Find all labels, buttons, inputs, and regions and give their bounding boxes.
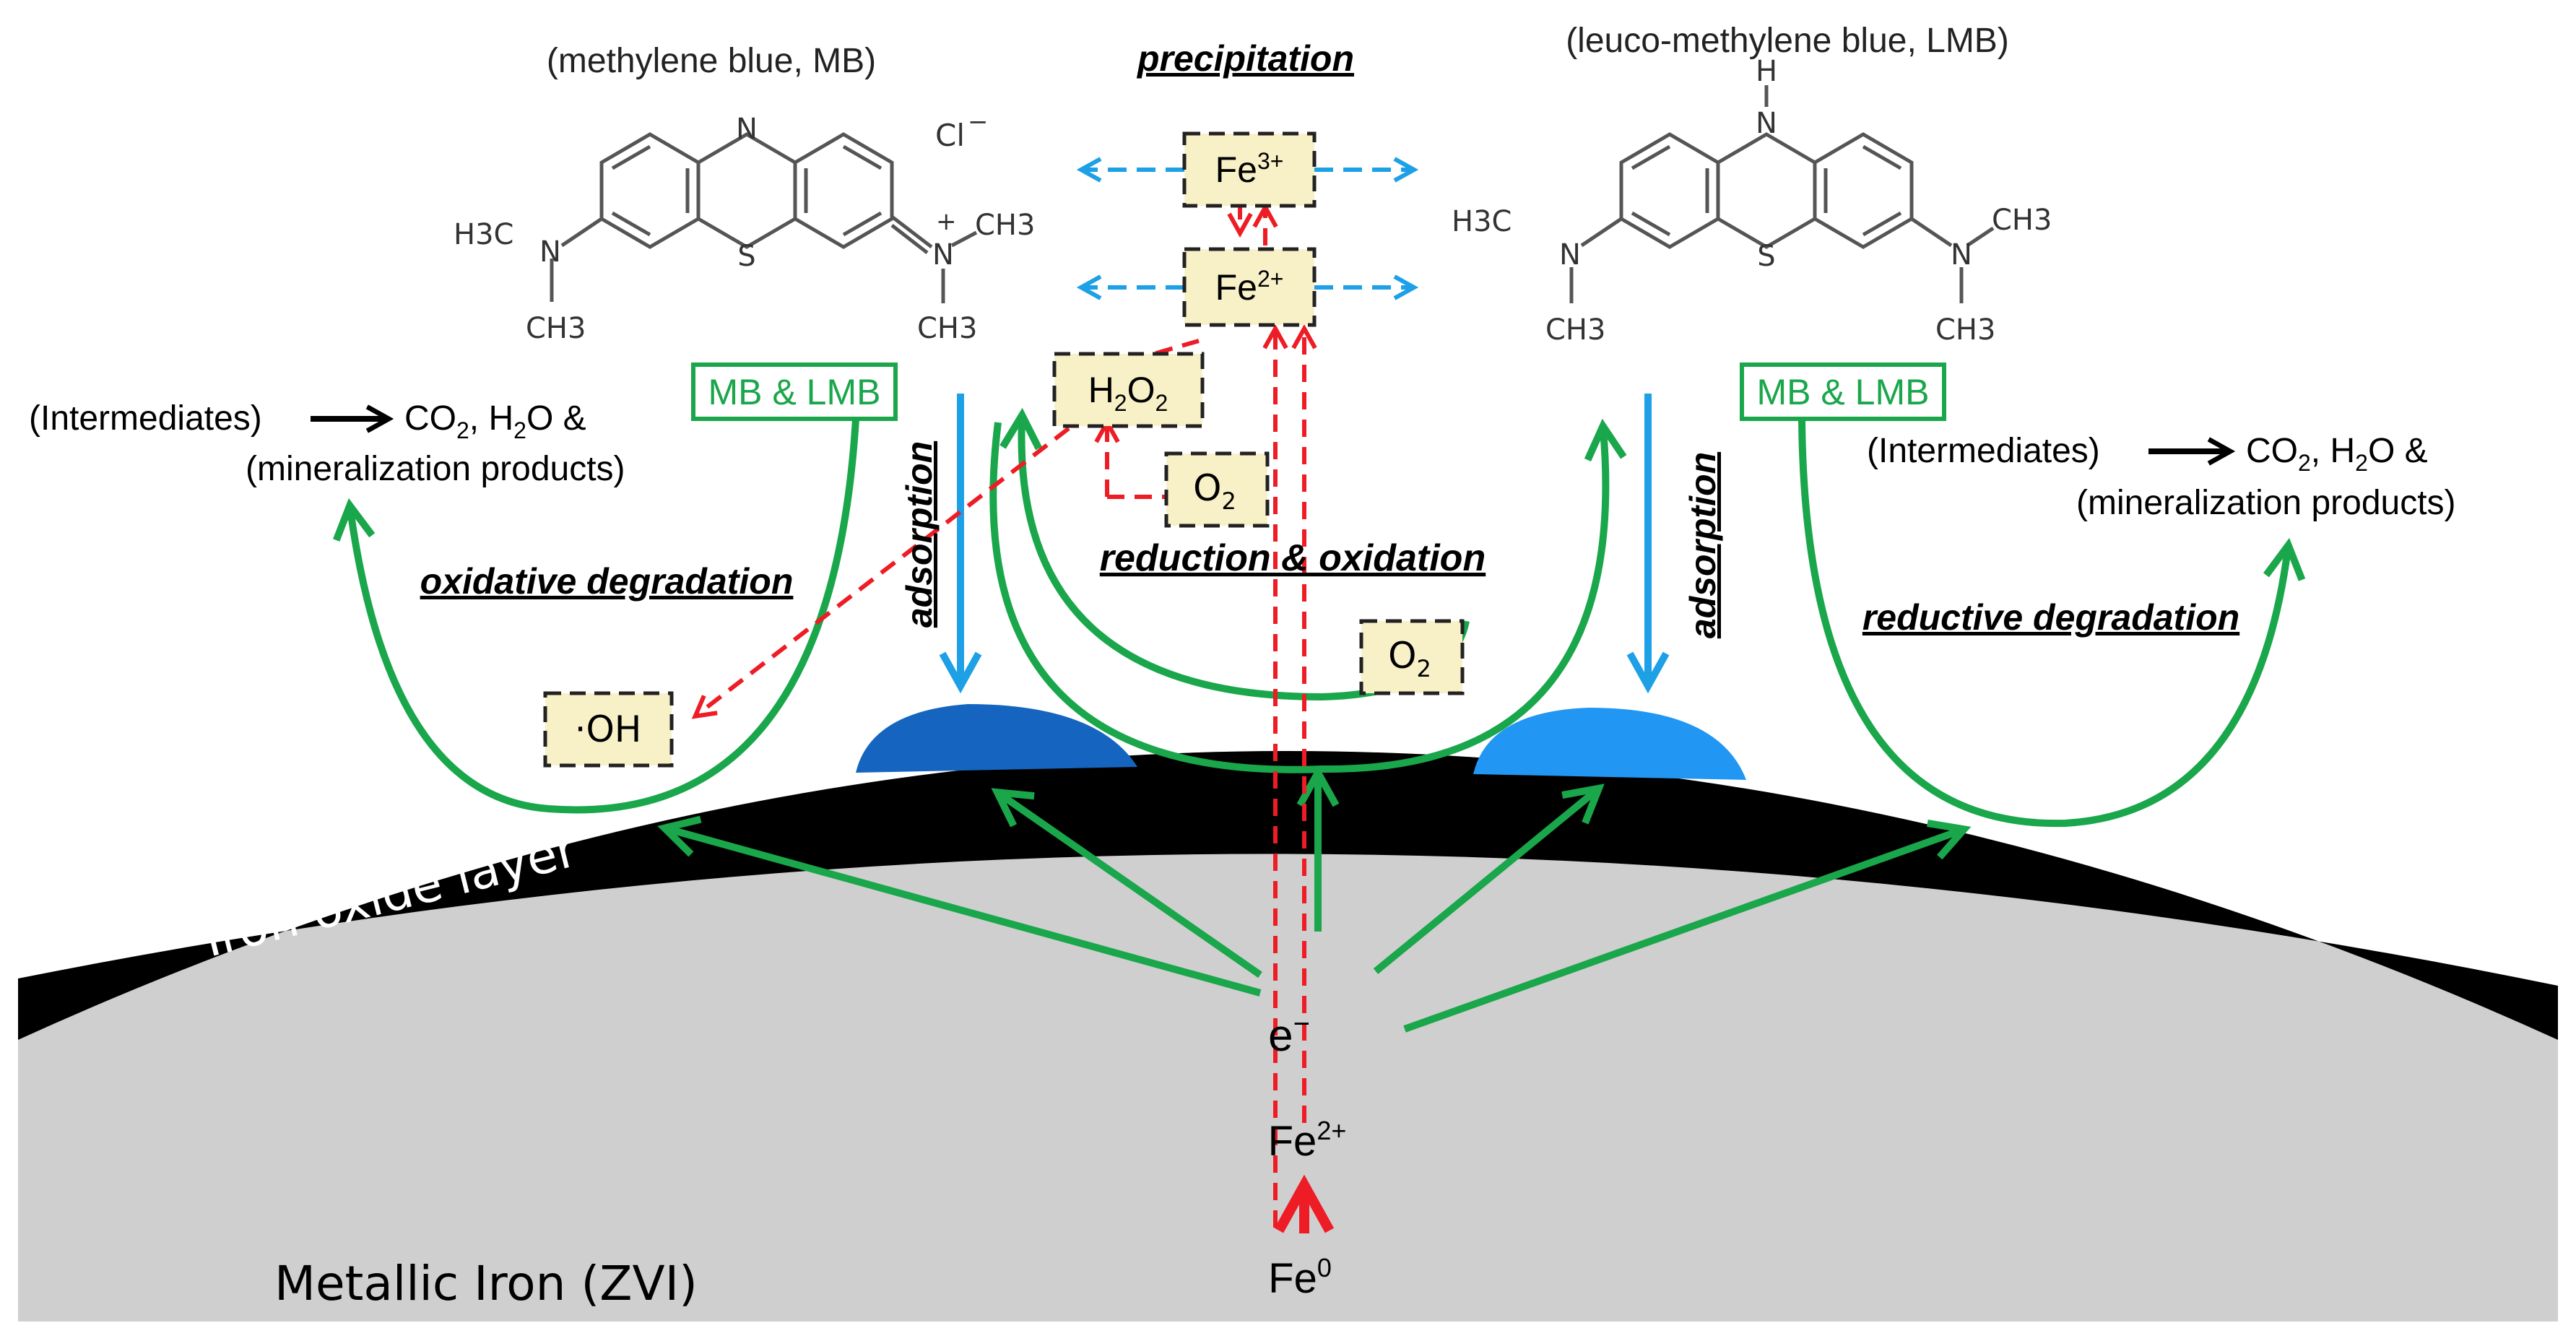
metallic-iron-label: Metallic Iron (ZVI) bbox=[274, 1256, 698, 1311]
adsorbed-mb-blob bbox=[856, 704, 1137, 773]
mb-counterion-charge: − bbox=[968, 108, 989, 136]
intermediates-right: (Intermediates) bbox=[1867, 432, 2100, 470]
lmb-ch3-right-bottom: CH3 bbox=[1935, 313, 1995, 347]
mb-ch3-right-top: CH3 bbox=[975, 209, 1035, 242]
species-boxes bbox=[543, 131, 1465, 768]
mb-caption: (methylene blue, MB) bbox=[547, 42, 876, 80]
mb-ch3-right-bottom: CH3 bbox=[917, 312, 977, 345]
lmb-ch3-left: CH3 bbox=[1545, 313, 1605, 347]
lmb-n-right: N bbox=[1951, 238, 1972, 272]
red-dashed-arrows bbox=[697, 202, 1304, 1228]
adsorption-label-left: adsorption bbox=[899, 441, 940, 628]
oh-label: ·OH bbox=[575, 708, 642, 750]
lmb-caption: (leuco-methylene blue, LMB) bbox=[1566, 22, 2009, 60]
mb-ch3-left: CH3 bbox=[526, 312, 586, 345]
fe2-source-label: Fe2+ bbox=[1268, 1116, 1347, 1165]
o2-lower-label: O2 bbox=[1388, 635, 1431, 682]
oh-box bbox=[543, 691, 674, 768]
iron-oxide-layer-band bbox=[18, 751, 2558, 1040]
lmb-ring-n: N bbox=[1756, 107, 1777, 140]
redox-loop-outer bbox=[989, 422, 1605, 773]
o2-upper-label: O2 bbox=[1193, 467, 1236, 515]
adsorption-label-right: adsorption bbox=[1683, 452, 1723, 638]
mb-lmb-box-left bbox=[691, 363, 898, 421]
adsorbed-lmb-blob bbox=[1473, 708, 1746, 780]
lmb-ring-h: H bbox=[1756, 55, 1777, 88]
lmb-n-left: N bbox=[1559, 238, 1581, 272]
intermediates-left: (Intermediates) bbox=[29, 399, 262, 438]
mb-h3c-left: H3C bbox=[454, 218, 513, 251]
lmb-molecule bbox=[1569, 85, 1995, 303]
o2-lower-box bbox=[1359, 619, 1465, 695]
lmb-ring-s: S bbox=[1757, 240, 1775, 273]
h2o2-box bbox=[1052, 352, 1205, 428]
electron-transfer-arrows bbox=[668, 776, 1961, 1033]
mb-molecule bbox=[550, 132, 978, 303]
fe2-label: Fe2+ bbox=[1215, 266, 1284, 308]
mb-counterion: Cl bbox=[935, 118, 965, 153]
mb-ring-n: N bbox=[736, 113, 758, 146]
h2o2-label: H2O2 bbox=[1088, 370, 1168, 416]
reduction-oxidation-label: reduction & oxidation bbox=[1100, 537, 1486, 579]
mb-lmb-label-left: MB & LMB bbox=[708, 372, 881, 412]
mb-lmb-label-right: MB & LMB bbox=[1757, 372, 1930, 412]
precipitation-label: precipitation bbox=[1136, 38, 1354, 79]
mb-n-plus: + bbox=[936, 207, 957, 236]
precipitation-arrows bbox=[1083, 170, 1412, 287]
fe0-label: Fe0 bbox=[1268, 1253, 1332, 1302]
products-left: CO2, H2O & bbox=[404, 399, 586, 443]
products-right: CO2, H2O & bbox=[2246, 432, 2428, 476]
metallic-iron-region bbox=[18, 751, 2558, 1322]
mb-n-right: N bbox=[932, 238, 954, 272]
fe2-box bbox=[1182, 247, 1317, 327]
lmb-ch3-right-top: CH3 bbox=[1992, 204, 2052, 237]
mb-lmb-box-right bbox=[1740, 363, 1946, 421]
o2-upper-box bbox=[1164, 451, 1270, 528]
reductive-degradation-loop bbox=[1798, 418, 2288, 828]
mb-n-left: N bbox=[539, 235, 561, 269]
fe3-box bbox=[1182, 131, 1317, 208]
mineralization-right: (mineralization products) bbox=[2076, 484, 2456, 522]
mb-ring-s: S bbox=[737, 240, 755, 273]
oxidative-degradation-label: oxidative degradation bbox=[420, 561, 794, 602]
electron-label: e− bbox=[1268, 1008, 1310, 1061]
lmb-h3c-left: H3C bbox=[1452, 205, 1512, 238]
fe3-label: Fe3+ bbox=[1215, 148, 1284, 190]
mineralization-left: (mineralization products) bbox=[246, 450, 625, 488]
reductive-degradation-label: reductive degradation bbox=[1862, 597, 2239, 638]
